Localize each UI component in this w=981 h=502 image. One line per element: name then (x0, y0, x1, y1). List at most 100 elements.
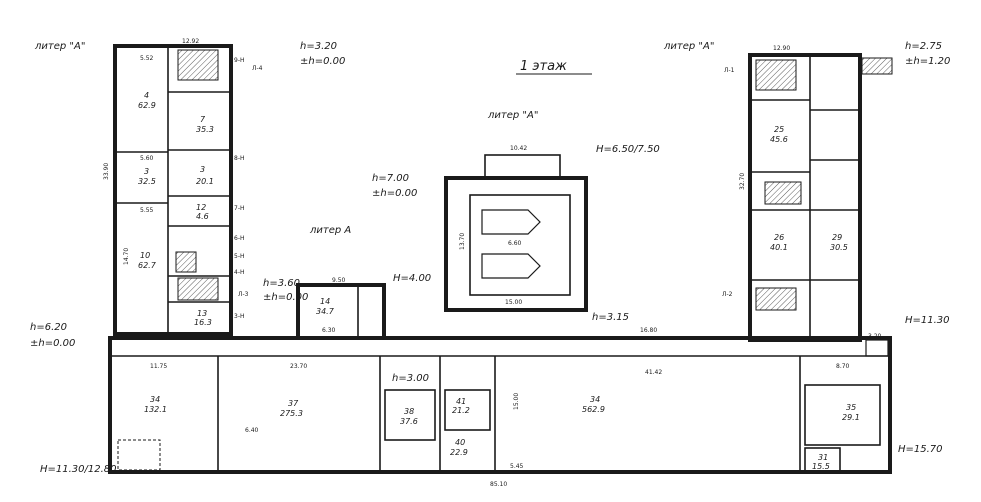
dim-center-w1: 6.60 (508, 240, 522, 247)
dim-left-side: 33.90 (103, 163, 110, 180)
room-37-area: 275.3 (280, 409, 303, 418)
main-block-outline (108, 336, 892, 474)
litera-mid: литер А (309, 225, 351, 236)
room-34b-area: 562.9 (582, 405, 605, 414)
height-top-right-rel: ±h=1.20 (905, 56, 950, 67)
dim-mid-span: 16.80 (640, 327, 657, 334)
room-35-box (804, 384, 881, 446)
dim-545: 5.45 (510, 463, 524, 470)
room-38-area: 37.6 (400, 417, 418, 426)
dim-560: 5.60 (140, 155, 154, 162)
height-mid-zero: ±h=0.00 (372, 188, 417, 199)
marker-3n: 3-Н (234, 313, 245, 320)
height-right-H: H=11.30 (905, 315, 950, 326)
marker-4n: 4-Н (234, 269, 245, 276)
dim-4142: 41.42 (645, 369, 662, 376)
central-inner-room (469, 194, 571, 296)
litera-top-right: литер "А" (663, 41, 714, 52)
room-3b-number: 3 (200, 165, 205, 174)
room-35-area: 29.1 (842, 413, 860, 422)
marker-8n: 8-Н (234, 155, 245, 162)
central-top-annex (484, 154, 561, 180)
room-31-area: 15.5 (812, 462, 830, 471)
dim-630: 6.30 (322, 327, 336, 334)
room-29-area: 30.5 (830, 243, 848, 252)
mid-annex-outline (296, 283, 386, 340)
dim-1175: 11.75 (150, 363, 167, 370)
central-block-outline (444, 176, 588, 312)
right-stair-top (755, 59, 797, 91)
litera-top-left: литер "А" (34, 41, 85, 52)
dim-2370: 23.70 (290, 363, 307, 370)
height-top-left-zero: ±h=0.00 (300, 56, 345, 67)
left-entrance (117, 439, 161, 471)
room-7-area: 35.3 (196, 125, 214, 134)
marker-5n: 5-Н (234, 253, 245, 260)
room-34a-number: 34 (150, 395, 160, 404)
room-25-area: 45.6 (770, 135, 788, 144)
room-10-area: 62.7 (138, 261, 157, 270)
height-h315: h=3.15 (592, 312, 629, 323)
marker-7n: 7-Н (234, 205, 245, 212)
dim-950: 9.50 (332, 277, 346, 284)
room-7-number: 7 (200, 115, 206, 124)
room-40-number: 40 (455, 438, 465, 447)
room-40-area: 22.9 (450, 448, 468, 457)
left-stair-top (177, 49, 219, 81)
room-41-box (444, 389, 491, 431)
plan-title: 1 этаж (520, 59, 567, 74)
right-entrance-stair (861, 57, 893, 75)
dim-top-left-width: 12.92 (182, 38, 199, 45)
height-left-h: h=6.20 (30, 322, 67, 333)
room-3-area: 32.5 (138, 177, 156, 186)
dim-640: 6.40 (245, 427, 259, 434)
dim-top-right-width: 12.90 (773, 45, 790, 52)
left-wing-outline (113, 44, 233, 336)
room-25-number: 25 (774, 125, 784, 134)
room-12-number: 12 (196, 203, 206, 212)
room-37-number: 37 (288, 399, 299, 408)
height-h360-zero: ±h=0.00 (263, 292, 308, 303)
room-10-number: 10 (140, 251, 150, 260)
room-31-number: 31 (818, 453, 828, 462)
left-stair-mid (175, 251, 197, 273)
height-left-bottom-H: H=11.30/12.80 (40, 464, 117, 475)
room-14-area: 34.7 (316, 307, 335, 316)
room-41-area: 21.2 (452, 406, 470, 415)
room-4-number: 4 (144, 91, 149, 100)
marker-l2: Л-2 (722, 291, 733, 298)
room-35-number: 35 (846, 403, 856, 412)
height-right-bottom-H: H=15.70 (898, 444, 943, 455)
right-porch (865, 339, 889, 357)
dim-center-h1: 13.70 (459, 233, 466, 250)
marker-l1: Л-1 (724, 67, 735, 74)
dim-320: 3.20 (868, 333, 882, 340)
room-14-number: 14 (320, 297, 330, 306)
room-29-number: 29 (832, 233, 842, 242)
dim-center-w3: 15.00 (505, 299, 522, 306)
room-38-number: 38 (404, 407, 414, 416)
marker-l4: Л-4 (252, 65, 263, 72)
room-12-area: 4.6 (196, 212, 209, 221)
dim-right-side: 32.70 (739, 173, 746, 190)
left-stair-bottom (177, 277, 219, 301)
dim-870: 8.70 (836, 363, 850, 370)
height-top-right-h: h=2.75 (905, 41, 942, 52)
room-34a-area: 132.1 (144, 405, 167, 414)
dim-center-top: 10.42 (510, 145, 527, 152)
room-41-number: 41 (456, 397, 466, 406)
height-h300: h=3.00 (392, 373, 429, 384)
pool-left (481, 209, 541, 235)
room-34b-number: 34 (590, 395, 600, 404)
pool-right (481, 253, 541, 279)
height-mid-h: h=7.00 (372, 173, 409, 184)
marker-l3: Л-3 (238, 291, 249, 298)
room-38-box (384, 389, 436, 441)
dim-555: 5.55 (140, 207, 154, 214)
room-13-area: 16.3 (194, 318, 212, 327)
room-3-number: 3 (144, 167, 149, 176)
marker-6n: 6-Н (234, 235, 245, 242)
dim-bottom-total: 85.10 (490, 481, 507, 488)
litera-center: литер "А" (487, 110, 538, 121)
